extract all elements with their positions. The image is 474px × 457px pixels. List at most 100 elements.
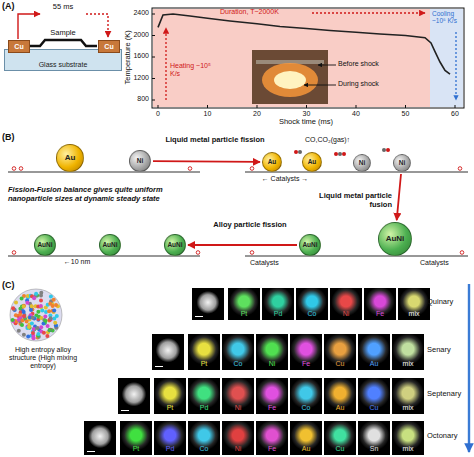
element-label: Fe (256, 445, 288, 453)
atom-dot (21, 305, 25, 309)
node-label: AuNi (386, 235, 405, 244)
node-label: Cu (14, 43, 23, 51)
element-label: Fe (364, 310, 396, 318)
element-label: Fe (256, 404, 288, 412)
annotation: Catalysts (420, 259, 465, 267)
tick-label: 30 (297, 110, 317, 118)
process-arrow (397, 174, 401, 220)
gas-molecule (338, 152, 342, 156)
shock-photo (252, 50, 328, 104)
atom-dot (54, 303, 58, 307)
node-label: Glass substrate (39, 61, 88, 69)
element-label: Au (290, 445, 322, 453)
atom-dot (36, 332, 40, 336)
element-label: Pt (154, 404, 186, 412)
atom-dot (29, 305, 33, 309)
atom-dot (11, 306, 15, 310)
oxygen-site (458, 167, 462, 171)
axis-tick (152, 78, 155, 79)
tick-label: 50 (396, 110, 416, 118)
atom-dot (26, 335, 30, 339)
metal-particle: Ni (353, 154, 371, 172)
oxygen-site (188, 167, 192, 171)
panel-label: (C) (2, 280, 26, 290)
element-label: Cu (358, 404, 390, 412)
node-label: AuNi (37, 241, 52, 248)
atom-dot (48, 328, 52, 332)
annotation: Fission-Fusion balance gives quite unifo… (8, 186, 208, 203)
shock-photo (262, 63, 318, 97)
scale-bar (87, 451, 95, 453)
oxygen-site (12, 167, 16, 171)
element-label: Ni (330, 310, 362, 318)
heating-arrow (165, 28, 166, 100)
tick-label: 20 (247, 110, 267, 118)
metal-particle: Au (302, 152, 322, 172)
atom-dot (22, 310, 26, 314)
leader-line (304, 85, 336, 86)
annotation: Duration, T~2000K (220, 8, 312, 16)
shock-photo (274, 71, 306, 89)
annotation: ← Catalysts → (250, 175, 320, 183)
atom-dot (12, 307, 16, 311)
circuit-wire (18, 14, 108, 39)
atom-dot (22, 304, 26, 308)
axis-title: Shock time (ms) (256, 118, 356, 127)
atom-dot (52, 316, 56, 320)
axis-tick (306, 105, 307, 108)
axis-tick (152, 14, 155, 15)
axis-tick (356, 105, 357, 108)
gas-molecule (382, 148, 386, 152)
atom-dot (40, 308, 44, 312)
atom-dot (34, 292, 38, 296)
atom-dot (39, 325, 43, 329)
element-label: Ni (222, 445, 254, 453)
annotation: During shock (338, 80, 400, 88)
leader-line (318, 65, 336, 66)
atom-dot (25, 319, 29, 323)
oxygen-site (460, 251, 464, 255)
support-baseline (245, 171, 468, 172)
element-label: Pt (188, 360, 220, 368)
duration-arrow (312, 12, 425, 13)
sample-strip (29, 40, 97, 46)
oxygen-site (250, 167, 254, 171)
cooling-arrow (455, 32, 456, 100)
node-label: AuNi (302, 241, 317, 248)
atom-dot (20, 319, 24, 323)
annotation: ←10 nm (52, 258, 102, 266)
element-label: Pd (154, 445, 186, 453)
atom-dot (42, 331, 46, 335)
axis-tick (158, 105, 159, 108)
atom-dot (18, 313, 22, 317)
circuit-wire (18, 14, 40, 39)
node-label: AuNi (167, 241, 182, 248)
element-label: mix (398, 310, 430, 318)
atom-dot (14, 301, 18, 305)
copper-electrode: Cu (98, 40, 120, 53)
annotation: Heating ~10⁵ K/s (170, 62, 214, 78)
alloy-particle: AuNi (34, 234, 56, 256)
element-label: Cu (324, 360, 356, 368)
element-label: mix (392, 404, 424, 412)
atom-dot (51, 304, 55, 308)
atom-dot (47, 309, 51, 313)
atom-dot (20, 297, 24, 301)
annotation: Sample (40, 29, 86, 38)
metal-particle: Ni (393, 154, 411, 172)
plot-background (430, 9, 463, 107)
node-label: Au (308, 158, 317, 165)
atom-dot (25, 301, 29, 305)
atom-dot (45, 334, 49, 338)
node-label: Au (65, 154, 76, 163)
atom-dot (17, 318, 21, 322)
annotation: High entropy alloy structure (High mixin… (2, 346, 84, 370)
leader-line (304, 65, 336, 85)
oxygen-site (19, 167, 23, 171)
element-label: Sn (358, 445, 390, 453)
tick-label: 60 (445, 110, 465, 118)
element-label: Pt (228, 310, 260, 318)
axis-tick (257, 105, 258, 108)
node-label: Au (268, 158, 277, 165)
